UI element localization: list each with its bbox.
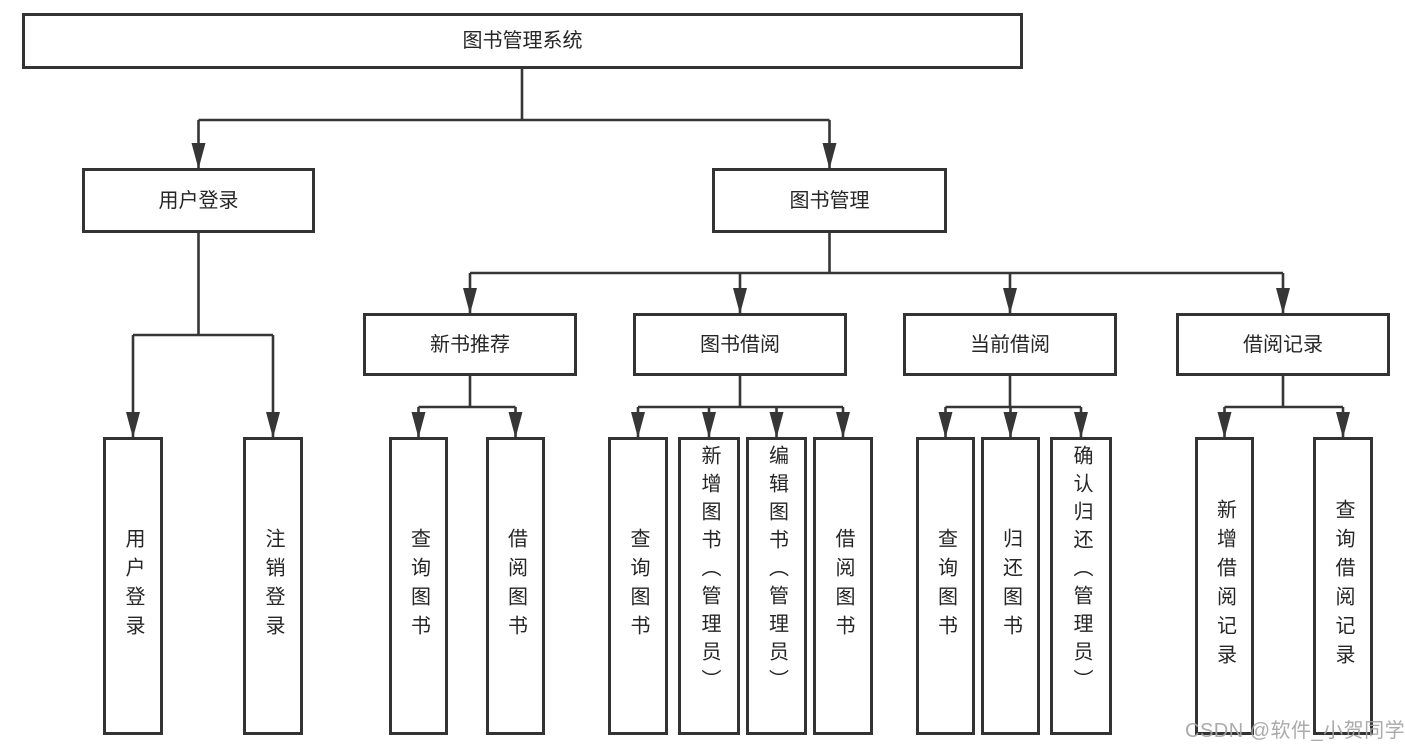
leaf-user-login: 用户登录 [103,437,163,735]
leaf-query-borrow-record: 查询借阅记录 [1313,437,1373,735]
node-current-borrowing: 当前借阅 [903,313,1117,376]
leaf-confirm-return-admin: 确认归还（管理员） [1050,437,1112,735]
leaf-logout: 注销登录 [243,437,303,735]
connector-userlogin-to-leaves [126,233,280,438]
node-borrowing-records: 借阅记录 [1176,313,1390,376]
leaf-query-books-rec: 查询图书 [389,437,448,735]
connector-current-to-leaves [938,376,1088,438]
leaf-query-books-current: 查询图书 [916,437,975,735]
leaf-borrow-books: 借阅图书 [813,437,873,735]
leaf-return-books: 归还图书 [981,437,1040,735]
leaf-add-book-admin: 新增图书（管理员） [678,437,740,735]
connector-borrow-to-leaves [631,376,850,438]
node-new-book-recommend: 新书推荐 [363,313,577,376]
connector-newrec-to-leaves [411,376,523,438]
node-book-management: 图书管理 [712,168,947,233]
node-library-management-system: 图书管理系统 [22,13,1023,69]
connector-root-to-level2 [191,69,837,169]
connector-bookmgmt-to-level3 [463,233,1290,314]
csdn-watermark: CSDN @软件_小贺同学 [1185,720,1405,742]
connector-records-to-leaves [1217,376,1350,438]
node-user-login: 用户登录 [82,168,315,233]
node-book-borrowing: 图书借阅 [633,313,847,376]
leaf-edit-book-admin: 编辑图书（管理员） [746,437,807,735]
leaf-query-books: 查询图书 [608,437,668,735]
leaf-borrow-books-rec: 借阅图书 [486,437,545,735]
leaf-add-borrow-record: 新增借阅记录 [1195,437,1254,735]
